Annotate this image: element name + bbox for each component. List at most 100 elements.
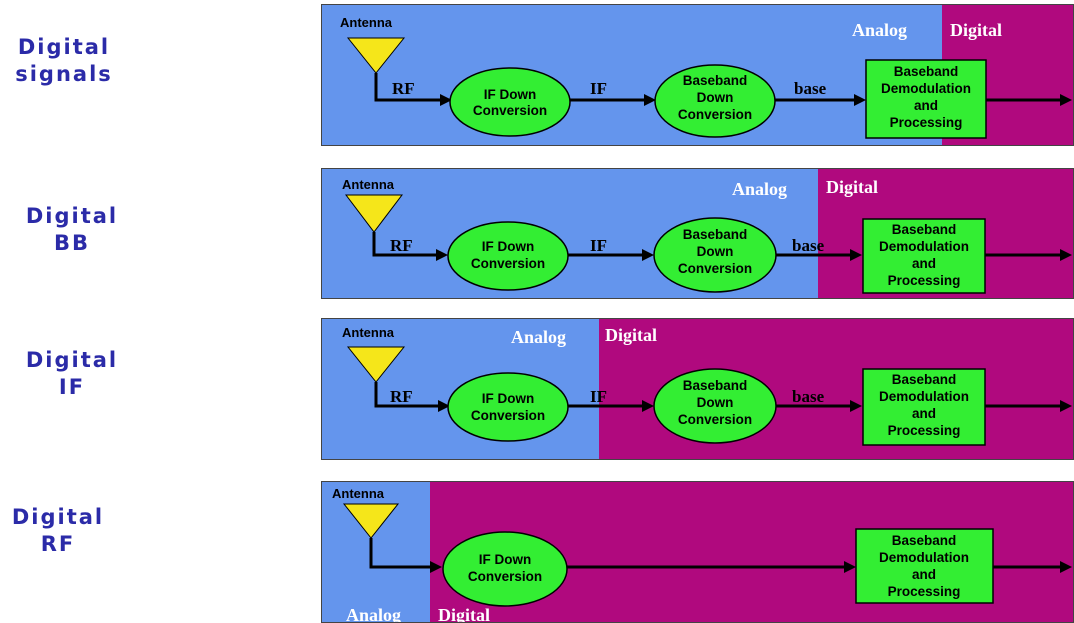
rf-signal-label: RF (392, 79, 415, 98)
panel-svg: Analog Digital Antenna RF IF Down Conver… (322, 319, 1073, 459)
baseband-demodulation-block (862, 368, 986, 446)
block-text: and (914, 98, 938, 113)
digital-label: Digital (950, 20, 1002, 40)
arrow-head (1060, 94, 1072, 106)
arrow-head (850, 400, 862, 412)
row-label-line: RF (40, 532, 76, 556)
analog-label: Analog (346, 605, 401, 623)
antenna-icon (342, 503, 400, 539)
row-label-digital-bb: Digital BB (8, 203, 136, 257)
row-label-line: signals (15, 62, 113, 86)
antenna-label: Antenna (342, 325, 395, 340)
block-text: Baseband (683, 73, 748, 88)
analog-label: Analog (511, 327, 566, 347)
row-label-digital-signals: Digital signals (0, 34, 128, 88)
block-text: Baseband (892, 533, 957, 548)
base-signal-label: base (792, 236, 825, 255)
arrow-head (440, 94, 452, 106)
panel-svg: Analog Digital Antenna RF IF Down Conver… (322, 5, 1073, 145)
block-text: Baseband (892, 222, 957, 237)
row-label-line: IF (58, 375, 86, 399)
row-label-line: Digital (25, 348, 119, 372)
rf-line (374, 382, 438, 408)
analog-region (322, 5, 942, 145)
analog-label: Analog (852, 20, 907, 40)
row-label-digital-if: Digital IF (8, 347, 136, 401)
block-text: Conversion (678, 412, 752, 427)
block-text: Processing (888, 584, 961, 599)
block-text: Baseband (894, 64, 959, 79)
block-text: Baseband (892, 372, 957, 387)
diagram-panel-digital-bb: Analog Digital Antenna RF IF Down Conver… (321, 168, 1074, 299)
if-signal-label: IF (590, 387, 607, 406)
row-label-line: BB (53, 231, 90, 255)
rf-line (369, 538, 430, 569)
row-label-digital-rf: Digital RF (0, 504, 122, 558)
block-text: Processing (888, 273, 961, 288)
baseband-demodulation-block (855, 528, 994, 604)
rf-line (372, 232, 436, 257)
arrow-head (436, 249, 448, 261)
panel-svg: Analog Digital Antenna RF IF Down Conver… (322, 169, 1073, 298)
rf-signal-label: RF (390, 236, 413, 255)
row-label-line: Digital (11, 505, 105, 529)
if-down-conversion-block (447, 372, 569, 442)
block-text: and (912, 256, 936, 271)
if-signal-label: IF (590, 79, 607, 98)
block-text: IF Down (479, 552, 532, 567)
row-label-line: Digital (25, 204, 119, 228)
arrow-head (430, 561, 442, 573)
if-signal-label: IF (590, 236, 607, 255)
if-down-conversion-block (449, 67, 571, 137)
digital-label: Digital (826, 177, 878, 197)
digital-label: Digital (605, 325, 657, 345)
baseband-demodulation-block (862, 218, 986, 294)
antenna-label: Antenna (342, 177, 395, 192)
block-text: Demodulation (879, 550, 969, 565)
panel-svg: Analog Digital Antenna IF Down Conversio… (322, 482, 1073, 623)
block-text: Demodulation (881, 81, 971, 96)
if-down-conversion-block (442, 531, 568, 607)
arrow-head (642, 249, 654, 261)
arrow-head (1060, 400, 1072, 412)
diagram-panel-digital-if: Analog Digital Antenna RF IF Down Conver… (321, 318, 1074, 460)
arrow-head (644, 94, 656, 106)
arrow-head (854, 94, 866, 106)
block-text: and (912, 567, 936, 582)
antenna-icon (346, 37, 406, 74)
analog-label: Analog (732, 179, 787, 199)
arrow-head (1060, 249, 1072, 261)
rf-line (374, 73, 440, 102)
block-text: Baseband (683, 227, 748, 242)
block-text: Conversion (471, 408, 545, 423)
rf-signal-label: RF (390, 387, 413, 406)
block-text: Down (697, 395, 734, 410)
antenna-icon (344, 194, 404, 233)
arrow-head (1060, 561, 1072, 573)
antenna-icon (346, 346, 406, 383)
diagram-panel-digital-signals: Analog Digital Antenna RF IF Down Conver… (321, 4, 1074, 146)
block-text: Baseband (683, 378, 748, 393)
digital-label: Digital (438, 605, 490, 623)
arrow-head (438, 400, 450, 412)
row-label-line: Digital (17, 35, 111, 59)
block-text: Conversion (468, 569, 542, 584)
diagram-panel-digital-rf: Analog Digital Antenna IF Down Conversio… (321, 481, 1074, 623)
antenna-label: Antenna (332, 486, 385, 501)
block-text: Down (697, 244, 734, 259)
block-text: Down (697, 90, 734, 105)
base-signal-label: base (794, 79, 827, 98)
block-text: IF Down (482, 239, 535, 254)
antenna-label: Antenna (340, 15, 393, 30)
block-text: Conversion (473, 103, 547, 118)
block-text: Processing (888, 423, 961, 438)
block-text: and (912, 406, 936, 421)
block-text: IF Down (482, 391, 535, 406)
block-text: Demodulation (879, 239, 969, 254)
block-text: Demodulation (879, 389, 969, 404)
arrow-head (850, 249, 862, 261)
arrow-head (844, 561, 856, 573)
block-text: Conversion (471, 256, 545, 271)
block-text: Processing (890, 115, 963, 130)
base-signal-label: base (792, 387, 825, 406)
